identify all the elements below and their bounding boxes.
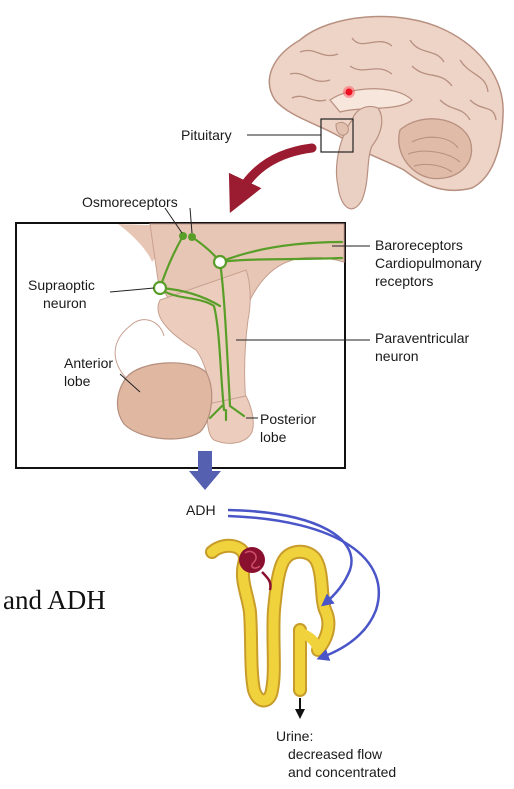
osmoreceptors-label: Osmoreceptors xyxy=(82,194,178,210)
zoom-arrow xyxy=(236,148,312,200)
supraoptic-label-line1: Supraoptic xyxy=(28,277,95,293)
anterior-label-line2: lobe xyxy=(64,373,91,389)
paraventricular-label-line1: Paraventricular xyxy=(375,330,469,346)
osmoreceptor-1 xyxy=(179,232,187,240)
posterior-label-line1: Posterior xyxy=(260,411,316,427)
osmoreceptor-2 xyxy=(188,233,196,241)
pituitary-detail xyxy=(16,223,345,468)
nephron-illustration xyxy=(212,546,328,701)
baroreceptors-label: Baroreceptors xyxy=(375,237,463,253)
anterior-label-line1: Anterior xyxy=(64,355,113,371)
posterior-label-line2: lobe xyxy=(260,429,287,445)
cardiopulmonary-label: Cardiopulmonary xyxy=(375,255,482,271)
supraoptic-label-line2: neuron xyxy=(43,295,87,311)
paraventricular-label-line2: neuron xyxy=(375,348,419,364)
urine-label-line1: Urine: xyxy=(276,728,313,744)
anterior-lobe-shape xyxy=(117,363,211,439)
urine-label-line3: and concentrated xyxy=(288,764,396,780)
urine-label-line2: decreased flow xyxy=(288,746,383,762)
receptors-label: receptors xyxy=(375,273,433,289)
supraoptic-neuron-body xyxy=(154,282,166,294)
brain-illustration xyxy=(269,17,503,209)
pituitary-label: Pituitary xyxy=(181,127,232,143)
paraventricular-neuron-body xyxy=(214,256,226,268)
side-text: and ADH xyxy=(3,585,106,615)
glomerulus xyxy=(239,547,265,573)
adh-label: ADH xyxy=(186,502,216,518)
